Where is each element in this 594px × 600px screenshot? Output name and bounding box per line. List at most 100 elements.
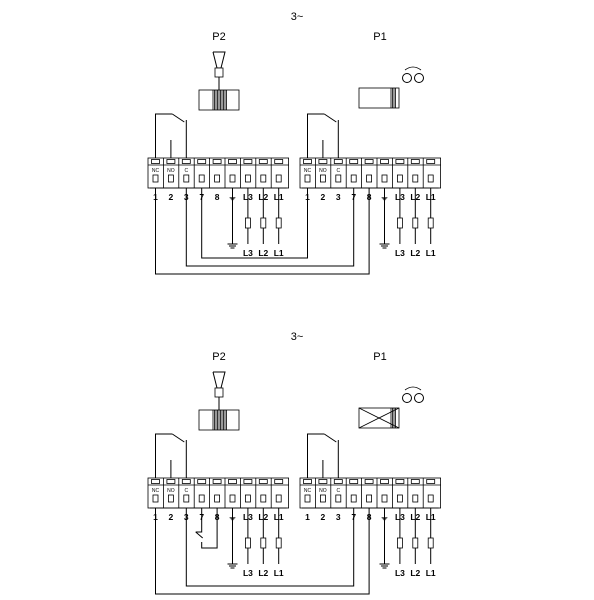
terminal-label-1: 2: [321, 192, 326, 202]
supply-label: 3~: [291, 331, 304, 343]
rotation-arrow: [404, 386, 422, 391]
pump-p1-symbol: [358, 66, 424, 109]
phase-label: L2: [258, 248, 268, 258]
terminal-screw: [381, 174, 388, 183]
terminal-slot: [228, 479, 237, 484]
slot-label: NC: [152, 168, 160, 174]
terminal-slot: [426, 479, 436, 484]
terminal-screw: [244, 174, 251, 183]
terminal-slot: [258, 159, 268, 164]
wire-path: [155, 113, 173, 158]
terminal-slot: [349, 159, 359, 164]
terminal-label-2: 3: [336, 192, 341, 202]
slot-label: NO: [167, 488, 175, 494]
terminal-screw: [198, 494, 205, 503]
terminal-screw: [260, 494, 267, 503]
terminal-slot: [333, 159, 343, 164]
terminal-slot: [318, 479, 328, 484]
pump-funnel: [212, 51, 226, 69]
wire-path: [155, 508, 370, 595]
wire-path: [201, 508, 218, 549]
wire-line: [172, 113, 185, 123]
fuse-symbol: [412, 217, 419, 229]
terminal-slot: [426, 159, 436, 164]
ground-symbol: [379, 563, 390, 569]
terminal-slot: [318, 159, 328, 164]
terminal-slot: [197, 159, 207, 164]
terminal-screw: [335, 494, 342, 503]
terminal-slot: [228, 159, 237, 164]
terminal-screw: [350, 174, 357, 183]
terminal-screw: [319, 174, 326, 183]
wire-line: [172, 433, 185, 443]
terminal-slot: [380, 159, 389, 164]
pump-funnel: [212, 371, 226, 389]
wire-path: [195, 508, 203, 533]
wire-path: [185, 188, 355, 267]
pump-label-p2: P2: [212, 351, 225, 363]
wire-path: [307, 433, 325, 478]
terminal-screw: [275, 174, 282, 183]
wire-path: [155, 433, 173, 478]
fuse-symbol: [427, 217, 434, 229]
wire-line: [324, 113, 337, 123]
terminal-screw: [167, 174, 174, 183]
phase-label: L2: [410, 568, 420, 578]
pump-neck: [214, 67, 224, 78]
relay-contact: [155, 433, 187, 478]
supply-feed: L3 L2 L1: [227, 188, 284, 258]
terminal-screw: [229, 494, 236, 503]
terminal-slot: [197, 479, 207, 484]
terminal-screw: [319, 494, 326, 503]
terminal-label-2: 3: [336, 512, 341, 522]
interconnect-wiring: [155, 508, 370, 595]
slot-label: NC: [304, 488, 312, 494]
pump-label-p1: P1: [373, 351, 386, 363]
fuse-symbol: [275, 217, 282, 229]
terminal-screw: [396, 494, 403, 503]
terminal-slot: [243, 159, 253, 164]
rotation-indicator-1: [402, 393, 412, 403]
phase-label: L3: [395, 568, 405, 578]
rotation-arrow: [404, 66, 422, 71]
terminal-screw: [152, 494, 159, 503]
slot-label: C: [184, 168, 188, 174]
phase-label: L1: [274, 248, 284, 258]
terminal-slot: [380, 479, 389, 484]
wire-path: [307, 113, 325, 158]
terminal-screw: [304, 494, 311, 503]
phase-label: L1: [426, 248, 436, 258]
slot-label: NO: [319, 168, 327, 174]
terminal-screw: [412, 494, 419, 503]
wire-path: [201, 188, 308, 259]
rotation-indicator-2: [414, 393, 424, 403]
terminal-slot: [303, 159, 312, 164]
terminal-screw: [396, 174, 403, 183]
pump-label-p1: P1: [373, 31, 386, 43]
terminal-screw: [260, 174, 267, 183]
terminal-slot: [243, 479, 253, 484]
phase-label: L1: [274, 568, 284, 578]
wire-line: [195, 531, 204, 539]
terminal-slot: [364, 479, 374, 484]
phase-label: L3: [243, 248, 253, 258]
fuse-symbol: [275, 537, 282, 549]
slot-label: C: [184, 488, 188, 494]
terminal-slot: [166, 479, 176, 484]
terminal-screw: [427, 174, 434, 183]
terminal-slot: [333, 479, 343, 484]
terminal-screw: [335, 174, 342, 183]
fuse-symbol: [396, 217, 403, 229]
terminal-screw: [229, 174, 236, 183]
terminal-screw: [167, 494, 174, 503]
phase-label: L3: [395, 248, 405, 258]
rotation-indicator-1: [402, 73, 412, 83]
wire-path: [155, 188, 370, 275]
terminal-slot: [395, 479, 405, 484]
terminal-slot: [303, 479, 312, 484]
